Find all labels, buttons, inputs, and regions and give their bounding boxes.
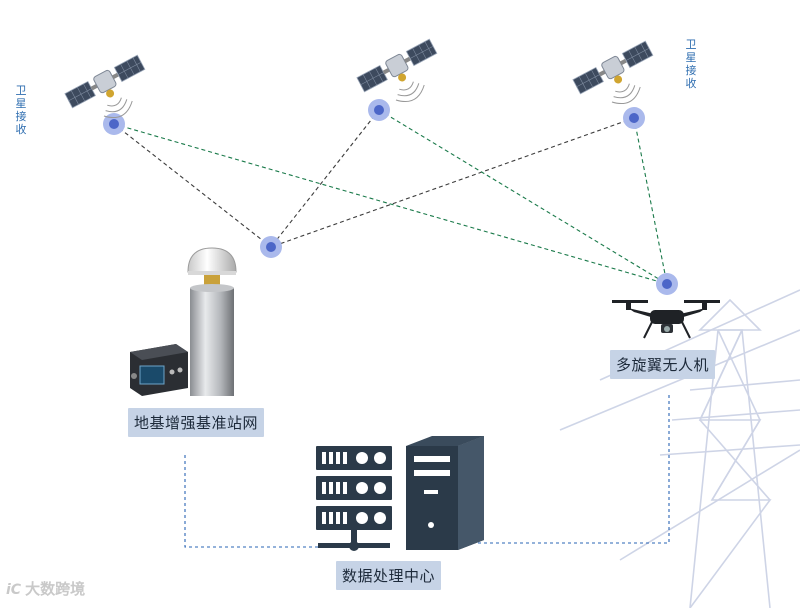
server-rack-icon <box>316 446 392 551</box>
link-sat1-base <box>113 123 272 248</box>
receiver-box-icon <box>130 344 188 396</box>
node-sat3 <box>623 107 645 129</box>
satellite-receive-label-left: 卫星接收 <box>15 84 27 136</box>
node-sat2 <box>368 99 390 121</box>
link-sat2-base <box>270 109 380 248</box>
node-base <box>260 236 282 258</box>
pc-tower-icon <box>406 436 484 550</box>
link-drone-datacenter <box>460 395 670 544</box>
link-sat1-drone <box>113 123 668 285</box>
node-drone <box>656 273 678 295</box>
link-sat3-drone <box>633 117 668 285</box>
link-base-datacenter <box>184 455 318 548</box>
antenna-dome-icon <box>187 247 237 287</box>
satellite-receive-label-right: 卫星接收 <box>685 38 697 90</box>
watermark-text: 大数跨境 <box>25 580 86 598</box>
node-sat1 <box>103 113 125 135</box>
watermark-logo-icon: iC <box>6 582 22 598</box>
base-station-label: 地基增强基准站网 <box>128 408 265 437</box>
link-sat3-base <box>270 117 635 248</box>
receiver-pole-icon <box>190 284 234 396</box>
drone-label: 多旋翼无人机 <box>610 350 716 379</box>
link-sat2-drone <box>378 109 668 285</box>
data-center-label: 数据处理中心 <box>336 561 442 590</box>
